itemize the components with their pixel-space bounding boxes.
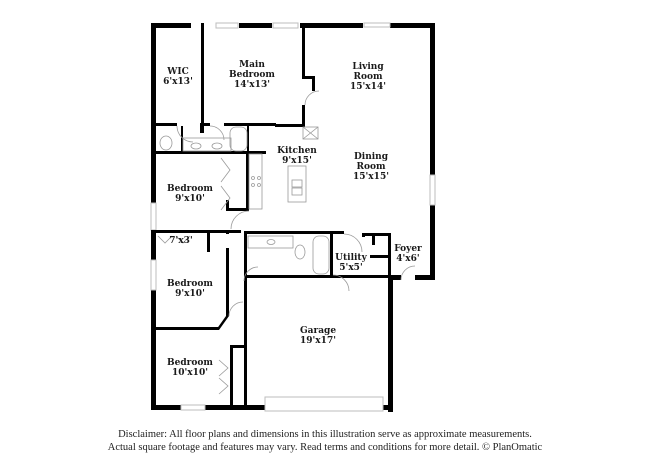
room-label-main-bedroom: Main Bedroom 14'x13' [229, 60, 275, 90]
room-label-garage: Garage 19'x17' [300, 326, 336, 346]
vanity-icon-2 [247, 235, 294, 249]
door-swing [304, 90, 320, 106]
room-label-dining-room: Dining Room 15'x15' [353, 152, 389, 182]
room-dimensions: 6'x13' [163, 77, 193, 87]
interior-walls [151, 23, 394, 410]
toilet-icon-2 [294, 244, 306, 260]
room-dimensions: 19'x17' [300, 336, 336, 346]
windows [150, 22, 436, 412]
fixtures [157, 90, 416, 395]
room-name: Utility [335, 253, 367, 263]
disclaimer-text: Disclaimer: All floor plans and dimensio… [0, 428, 650, 454]
room-label-bedroom-3: Bedroom 10'x10' [167, 358, 213, 378]
fridge-icon [302, 126, 319, 140]
room-name-line1: Dining [353, 152, 389, 162]
room-label-closet: 7'x3' [169, 236, 192, 246]
disclaimer-line-1: Disclaimer: All floor plans and dimensio… [118, 429, 532, 440]
room-dimensions: 9'x15' [282, 156, 312, 166]
kitchen-island-icon [287, 165, 307, 203]
room-name: Bedroom [167, 184, 213, 194]
bathtub-icon [229, 126, 248, 152]
room-name-line2: Room [356, 162, 386, 172]
room-label-living-room: Living Room 15'x14' [350, 62, 386, 92]
room-dimensions: 14'x13' [234, 80, 270, 90]
room-dimensions: 9'x10' [175, 289, 205, 299]
toilet-icon [159, 135, 173, 151]
room-label-utility: Utility 5'x5' [335, 253, 367, 273]
room-name: Kitchen [277, 146, 317, 156]
room-label-bedroom-2: Bedroom 9'x10' [167, 279, 213, 299]
room-label-wic: WIC 6'x13' [163, 67, 193, 87]
room-name: Garage [299, 326, 337, 336]
room-dimensions: 4'x6' [396, 254, 420, 264]
room-name: Bedroom [167, 358, 213, 368]
room-name-line1: Living [352, 62, 384, 72]
exterior-walls [151, 23, 435, 412]
room-name-line2: Bedroom [229, 70, 275, 80]
room-name-line2: Room [353, 72, 383, 82]
room-label-foyer: Foyer 4'x6' [394, 244, 422, 264]
room-dimensions: 15'x14' [350, 82, 386, 92]
vanity-icon [182, 137, 232, 152]
bathtub-icon-2 [312, 235, 330, 275]
room-label-bedroom-1: Bedroom 9'x10' [167, 184, 213, 204]
room-label-kitchen: Kitchen 9'x15' [277, 146, 317, 166]
counter-icon [248, 153, 263, 210]
room-name: WIC [167, 67, 189, 77]
room-dimensions: 15'x15' [353, 172, 389, 182]
disclaimer-line-2: Actual square footage and features may v… [107, 442, 543, 453]
room-dimensions: 7'x3' [169, 236, 193, 246]
room-name: Foyer [394, 244, 422, 254]
room-dimensions: 9'x10' [175, 194, 205, 204]
room-dimensions: 5'x5' [339, 263, 363, 273]
room-name-line1: Main [239, 60, 265, 70]
room-name: Bedroom [167, 279, 213, 289]
room-dimensions: 10'x10' [172, 368, 208, 378]
